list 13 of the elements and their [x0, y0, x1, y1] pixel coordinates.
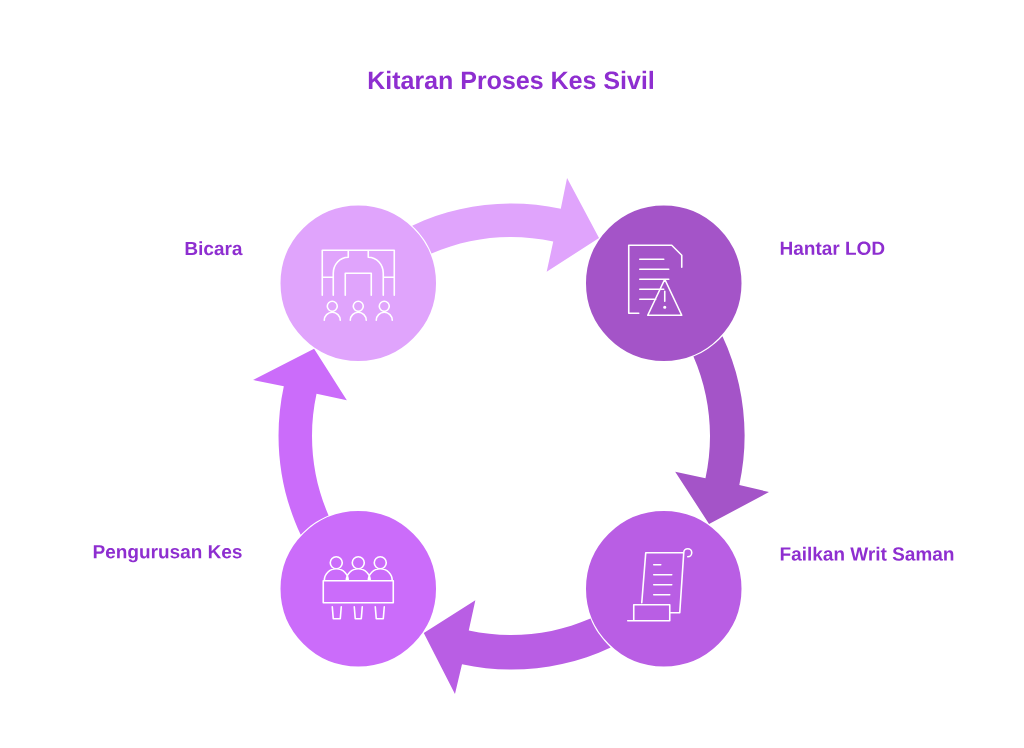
arrow: [412, 178, 600, 272]
arrow: [675, 336, 769, 524]
arrow: [253, 348, 347, 535]
arrow: [423, 600, 611, 694]
step-label: Hantar LOD: [780, 241, 885, 255]
step-label: Bicara: [185, 241, 243, 256]
step-circle: [278, 203, 439, 364]
step-label: Pengurusan Kes: [93, 545, 242, 563]
step-circle: [583, 203, 744, 364]
step-label: Failkan Writ Saman: [780, 546, 954, 561]
step-circle: [278, 508, 439, 669]
step-circle: [583, 508, 744, 669]
title: Kitaran Proses Kes Sivil: [368, 70, 653, 90]
